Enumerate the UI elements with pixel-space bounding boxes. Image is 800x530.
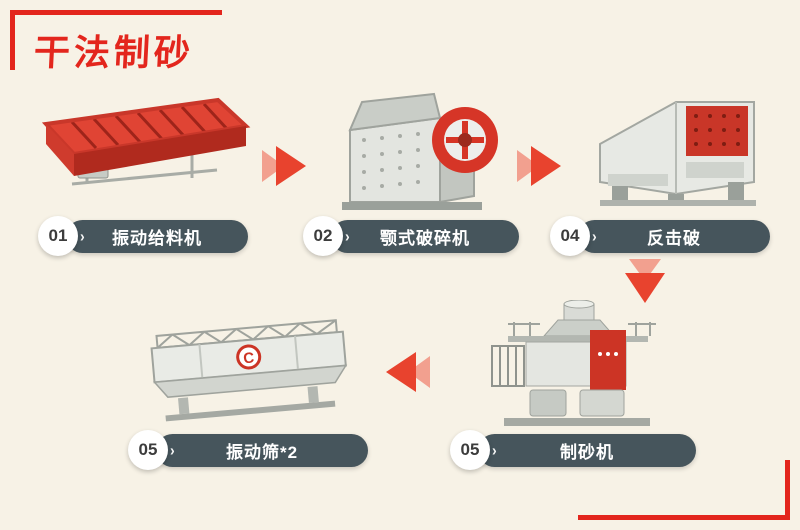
vibrating-feeder-illustration	[32, 92, 257, 212]
step-label: 振动筛*2	[225, 442, 299, 462]
chevron-right-icon: ›	[345, 226, 351, 245]
chevron-right-icon: ›	[492, 440, 498, 459]
flow-step-jaw-crusher: 02 › 颚式破碎机	[303, 216, 519, 256]
corner-bracket-top	[10, 10, 222, 15]
step-label: 颚式破碎机	[380, 228, 470, 248]
flow-arrow-down-icon	[622, 259, 668, 303]
flow-step-vibrating-screen: 05 › 振动筛*2	[128, 430, 368, 470]
sand-making-machine-illustration	[478, 299, 673, 437]
impact-crusher-illustration	[588, 82, 768, 222]
corner-bracket-right	[785, 460, 790, 520]
step-label: 振动给料机	[112, 228, 202, 248]
flow-step-sand-maker: 05 › 制砂机	[450, 430, 696, 470]
step-label: 反击破	[647, 228, 701, 248]
flow-arrow-left-icon	[386, 352, 432, 392]
step-number-badge: 01	[38, 216, 78, 256]
page-title: 干法制砂	[32, 32, 195, 73]
step-number-badge: 05	[128, 430, 168, 470]
screen-logo-letter: C	[243, 350, 255, 368]
step-label-pill: › 振动给料机	[66, 219, 248, 253]
step-label-pill: › 振动筛*2	[156, 433, 368, 467]
flow-arrow-right-icon	[260, 146, 306, 186]
step-label: 制砂机	[560, 442, 614, 462]
step-number-badge: 02	[303, 216, 343, 256]
step-number-badge: 05	[450, 430, 490, 470]
flow-step-impact-crusher: 04 › 反击破	[550, 216, 770, 256]
chevron-right-icon: ›	[170, 440, 176, 459]
chevron-right-icon: ›	[80, 226, 86, 245]
corner-bracket-bottom	[578, 515, 790, 520]
vibrating-screen-illustration: C	[142, 312, 357, 439]
step-label-pill: › 颚式破碎机	[331, 219, 519, 253]
jaw-crusher-illustration	[322, 78, 507, 223]
step-label-pill: › 制砂机	[478, 433, 696, 467]
step-number-badge: 04	[550, 216, 590, 256]
chevron-right-icon: ›	[592, 226, 598, 245]
flow-step-vibrating-feeder: 01 › 振动给料机	[38, 216, 248, 256]
step-label-pill: › 反击破	[578, 219, 770, 253]
corner-bracket-left	[10, 10, 15, 70]
flow-arrow-right-icon	[515, 146, 561, 186]
